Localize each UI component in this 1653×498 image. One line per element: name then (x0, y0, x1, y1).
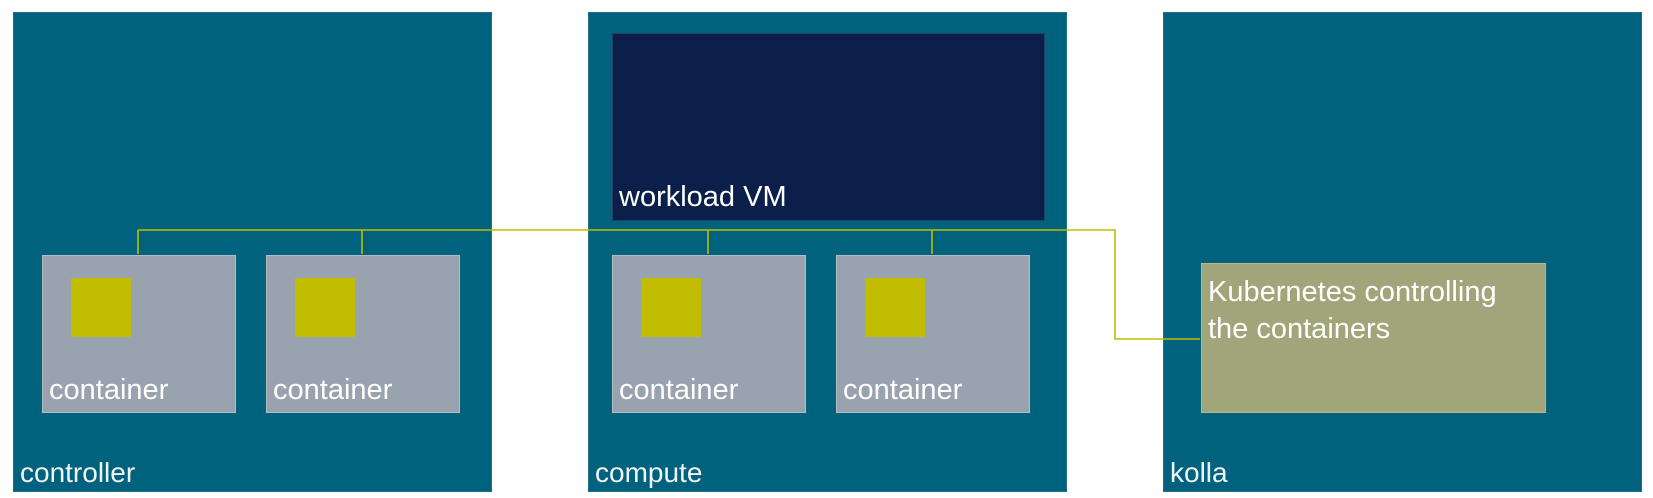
compute-label: compute (595, 457, 703, 488)
container-label: container (619, 374, 739, 406)
kolla-node: Kubernetes controlling the containers ko… (1163, 12, 1642, 492)
container-marker-icon (641, 278, 701, 337)
kolla-label: kolla (1170, 457, 1228, 488)
container-label: container (273, 374, 393, 406)
controller-container-1: container (42, 255, 236, 413)
controller-container-2: container (266, 255, 460, 413)
container-marker-icon (71, 278, 131, 337)
container-marker-icon (295, 278, 355, 337)
workload-vm: workload VM (612, 33, 1045, 221)
container-label: container (49, 374, 169, 406)
compute-container-1: container (612, 255, 806, 413)
compute-node: workload VM container container compute (588, 12, 1067, 492)
container-marker-icon (865, 278, 925, 337)
controller-node: container container controller (13, 12, 492, 492)
compute-container-2: container (836, 255, 1030, 413)
controller-label: controller (20, 457, 136, 488)
container-label: container (843, 374, 963, 406)
kubernetes-label: Kubernetes controlling the containers (1208, 276, 1497, 345)
kubernetes-box: Kubernetes controlling the containers (1201, 263, 1546, 413)
workload-vm-label: workload VM (619, 181, 787, 213)
